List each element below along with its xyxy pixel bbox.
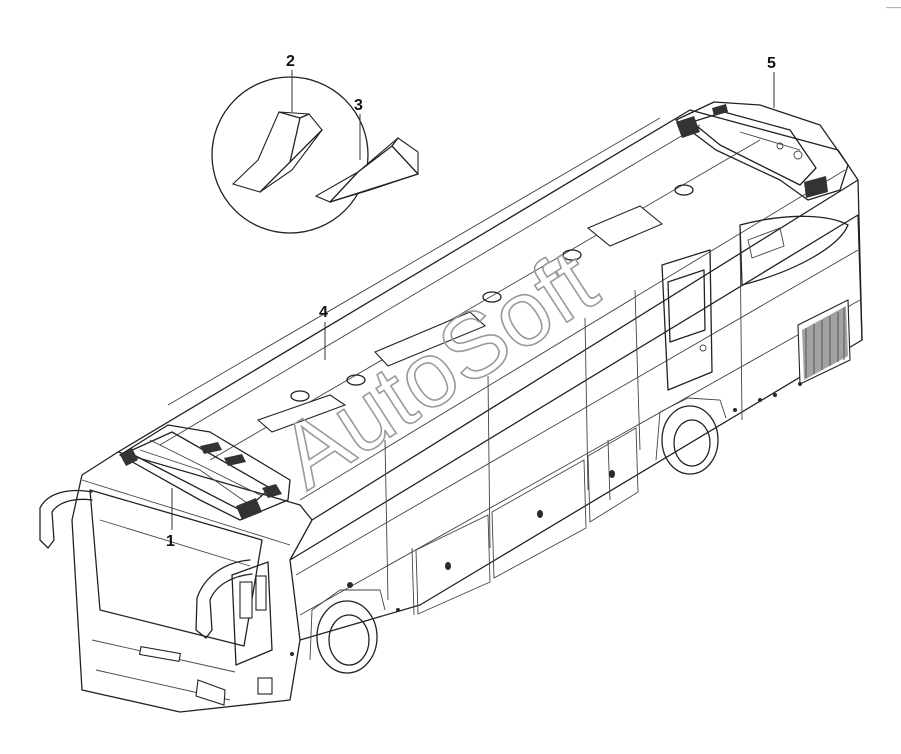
roof-details — [167, 117, 694, 433]
left-mirror — [39, 489, 93, 549]
front-wheel — [309, 589, 386, 674]
callout-label-5: 5 — [767, 55, 776, 72]
corner-mark: —— — [886, 3, 901, 12]
rear-wheel — [655, 397, 727, 475]
callout-label-4: 4 — [319, 304, 328, 321]
callout-label-1: 1 — [166, 533, 175, 550]
callout-1: 1 — [166, 488, 175, 550]
callout-3: 3 — [354, 97, 363, 160]
roof-hatch-2 — [374, 311, 487, 367]
rear-roof-fairing — [675, 101, 849, 201]
callout-5: 5 — [767, 55, 776, 108]
front-roof-fairing — [119, 424, 291, 521]
callout-4: 4 — [319, 304, 328, 360]
detail-circle-outline — [211, 76, 369, 234]
rear-door — [661, 249, 713, 391]
callout-label-2: 2 — [286, 53, 295, 70]
roof-hatch-3 — [586, 205, 664, 247]
callout-2: 2 — [286, 53, 295, 112]
callout-label-3: 3 — [354, 97, 363, 114]
part-3-wedge — [314, 137, 419, 203]
right-mirror — [195, 559, 253, 639]
front-door — [231, 561, 273, 666]
engine-vent — [797, 299, 851, 385]
detail-circle — [211, 76, 419, 234]
part-2-wedge — [231, 111, 323, 193]
bus-body — [39, 109, 863, 713]
watermark: AutoSoft — [262, 230, 614, 508]
roof-hatch-1 — [256, 394, 347, 433]
